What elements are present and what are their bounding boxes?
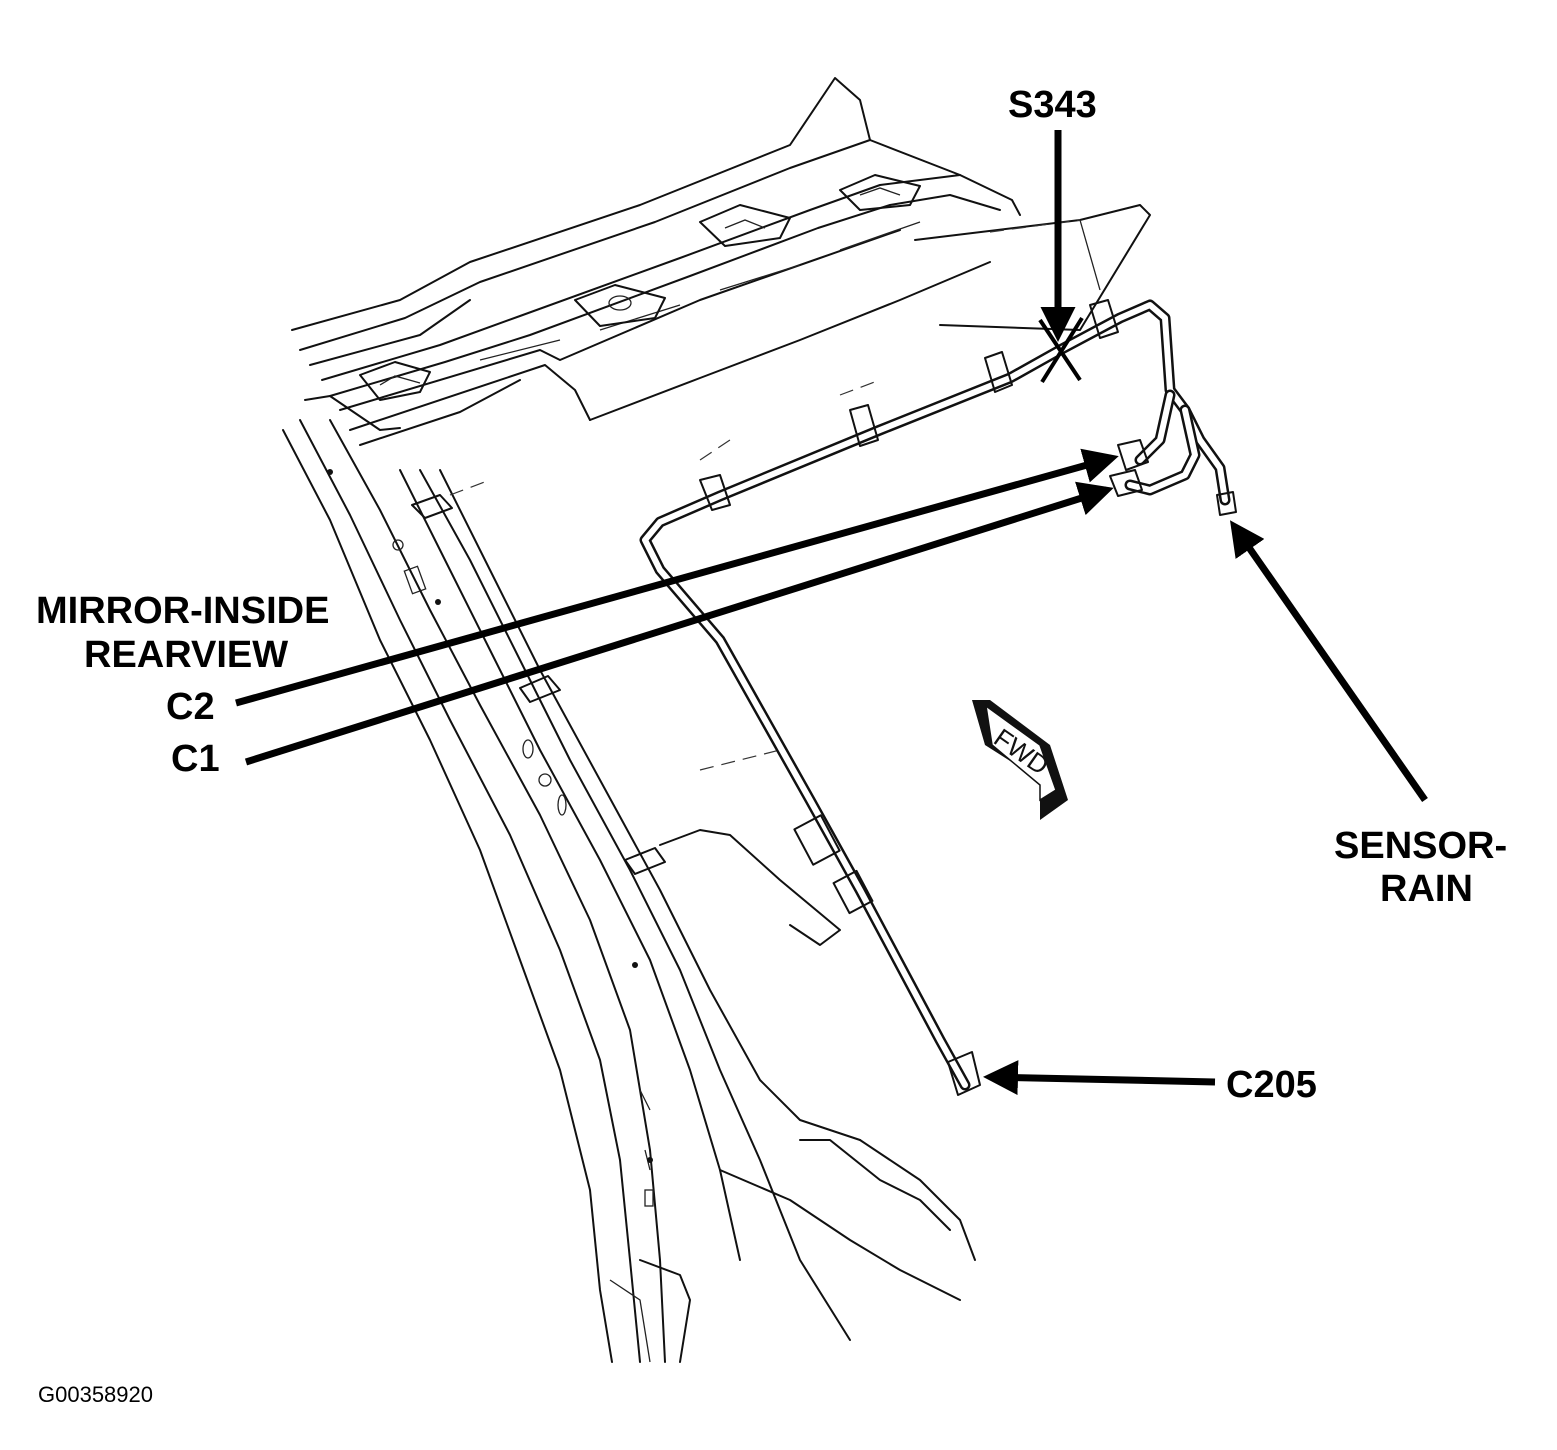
c205-label: C205 (1226, 1064, 1317, 1106)
figure-id: G00358920 (38, 1382, 153, 1407)
c2-leader (235, 448, 1119, 707)
c1-label: C1 (171, 738, 220, 780)
wiring-harness (639, 299, 1237, 1096)
a-pillar-frame (282, 219, 1081, 1363)
c2-label: C2 (166, 686, 215, 728)
sensor-label: SENSOR- (1334, 825, 1508, 867)
sensor-rain-leader (1229, 520, 1428, 803)
c205-leader (983, 1060, 1216, 1096)
rearview-label: REARVIEW (84, 634, 289, 676)
roof-header-panel (291, 77, 1151, 446)
s343-label: S343 (1008, 84, 1097, 126)
c1-leader (244, 481, 1114, 766)
leader-lines (235, 130, 1428, 1096)
rain-label: RAIN (1380, 868, 1473, 910)
fwd-direction-arrow: FWD (972, 700, 1068, 820)
mirror-inside-label: MIRROR-INSIDE (36, 590, 330, 632)
